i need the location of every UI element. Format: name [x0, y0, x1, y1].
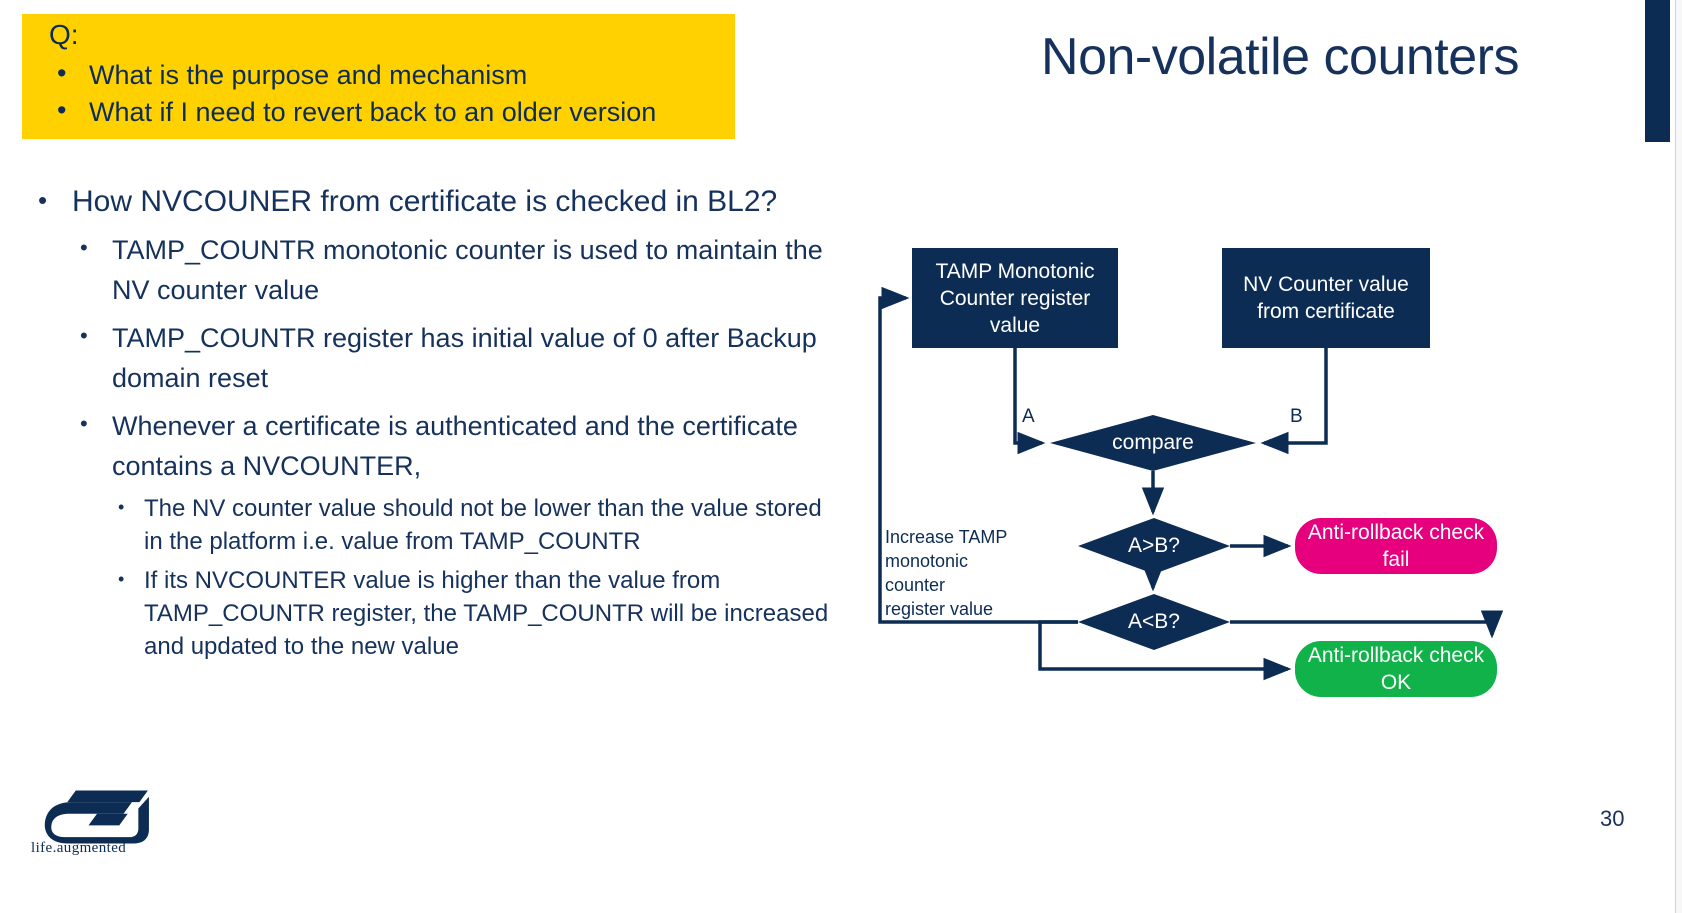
list-item: What is the purpose and mechanism [49, 55, 719, 94]
body-content: How NVCOUNER from certificate is checked… [30, 180, 830, 663]
question-list: What is the purpose and mechanism What i… [49, 55, 719, 131]
page-right-edge [1675, 0, 1682, 913]
title-accent-bar [1645, 0, 1670, 142]
flow-decision-a-greater-b-label: A>B? [1128, 534, 1180, 557]
flow-outcome-fail: Anti-rollback check fail [1295, 518, 1497, 574]
flow-decision-a-less-b-label: A<B? [1128, 610, 1180, 633]
bullet-level2: Whenever a certificate is authenticated … [70, 404, 830, 486]
flow-decision-compare-label: compare [1112, 431, 1194, 454]
bullet-level2: TAMP_COUNTR register has initial value o… [70, 316, 830, 398]
edge-label-b: B [1290, 406, 1303, 427]
flow-box-tamp-counter: TAMP Monotonic Counter register value [912, 248, 1118, 348]
page-title: Non-volatile counters [1041, 28, 1519, 86]
bullet-level2: TAMP_COUNTR monotonic counter is used to… [70, 228, 830, 310]
flow-decision-a-greater-b: A>B? [1078, 518, 1230, 574]
brand-tagline: life.augmented [31, 840, 127, 856]
bullet-level3: The NV counter value should not be lower… [108, 491, 830, 558]
list-item: What if I need to revert back to an olde… [49, 92, 719, 131]
flow-note-increase-tamp: Increase TAMP monotonic counter register… [885, 527, 1008, 619]
question-label: Q: [49, 19, 79, 50]
page-number: 30 [1600, 806, 1625, 831]
flowchart: TAMP Monotonic Counter register value NV… [860, 230, 1540, 730]
st-logo [44, 786, 150, 866]
bullet-level3: If its NVCOUNTER value is higher than th… [108, 563, 830, 663]
flowchart-connectors [878, 286, 1504, 681]
flow-outcome-ok: Anti-rollback check OK [1295, 641, 1497, 697]
flow-decision-compare: compare [1050, 415, 1256, 471]
flow-box-nv-counter: NV Counter value from certificate [1222, 248, 1430, 348]
bullet-level1: How NVCOUNER from certificate is checked… [30, 180, 830, 222]
st-logo-icon [44, 790, 149, 844]
flow-decision-a-less-b: A<B? [1078, 594, 1230, 650]
question-callout: Q: What is the purpose and mechanism Wha… [22, 14, 735, 139]
edge-label-a: A [1022, 406, 1035, 427]
